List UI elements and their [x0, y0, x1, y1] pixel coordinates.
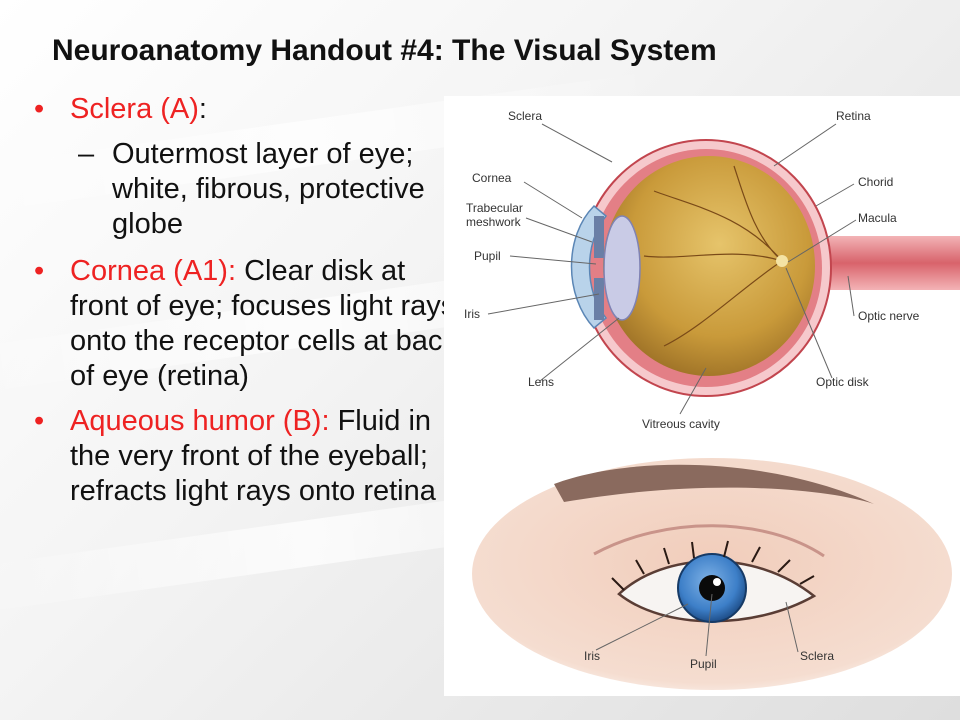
sub-bullet-text: Outermost layer of eye; white, fibrous, … — [112, 138, 425, 240]
label-trabecular: Trabecular — [466, 201, 523, 215]
sub-bullet-sclera: – Outermost layer of eye; white, fibrous… — [34, 137, 464, 242]
lens-shape — [603, 215, 641, 321]
label-optic-nerve: Optic nerve — [858, 309, 920, 323]
eye-highlight — [713, 578, 721, 586]
optic-nerve-shape — [814, 236, 960, 290]
bullet-dot: • — [34, 255, 45, 287]
bullet-suffix: : — [198, 93, 207, 125]
bullet-dot: • — [34, 405, 45, 437]
bullet-list: • Sclera (A): – Outermost layer of eye; … — [34, 92, 464, 519]
sub-bullet-dash: – — [78, 138, 95, 170]
bullet-term: Aqueous humor (B): — [70, 405, 330, 437]
photo-leader-lines — [595, 593, 799, 657]
bullet-dot: • — [34, 93, 45, 125]
label-vitreous-cavity: Vitreous cavity — [642, 417, 720, 431]
label-chorid: Chorid — [858, 175, 893, 189]
eye-front-illustration: Iris Pupil Sclera — [444, 444, 960, 696]
label-meshwork: meshwork — [466, 215, 522, 229]
optic-disk-shape — [776, 255, 788, 267]
iris-upper — [594, 216, 604, 258]
label-cornea: Cornea — [472, 171, 512, 185]
bullet-term: Cornea (A1): — [70, 255, 237, 287]
eyebrow — [554, 464, 874, 504]
bullet-term: Sclera (A) — [70, 93, 199, 125]
label-optic-disk: Optic disk — [816, 375, 870, 389]
bullet-aqueous-humor: • Aqueous humor (B): Fluid in the very f… — [34, 404, 464, 509]
eye-cross-section-diagram: Sclera Retina Cornea Chorid Trabecular m… — [444, 96, 960, 444]
iris-lower — [594, 278, 604, 320]
slide-title: Neuroanatomy Handout #4: The Visual Syst… — [52, 34, 717, 67]
label-macula: Macula — [858, 211, 897, 225]
retinal-vessels — [643, 165, 783, 347]
label-pupil: Pupil — [474, 249, 501, 263]
bullet-cornea: • Cornea (A1): Clear disk at front of ey… — [34, 254, 464, 394]
label-lens: Lens — [528, 375, 554, 389]
bullet-sclera: • Sclera (A): — [34, 92, 464, 127]
eyelid-crease — [593, 524, 825, 558]
label-iris: Iris — [584, 649, 600, 663]
bullet-text: Clear disk at front of eye; focuses ligh… — [70, 255, 457, 392]
label-sclera: Sclera — [508, 109, 542, 123]
label-pupil: Pupil — [690, 657, 717, 671]
label-iris: Iris — [464, 307, 480, 321]
label-sclera: Sclera — [800, 649, 834, 663]
bullet-text: Fluid in the very front of the eyeball; … — [70, 405, 436, 507]
vitreous-globe — [603, 156, 815, 376]
eye-front-drawing: Iris Pupil Sclera — [472, 458, 952, 690]
eyelashes — [611, 540, 815, 591]
leader-lines — [487, 123, 857, 415]
eye-cross-section-illustration: Sclera Retina Cornea Chorid Trabecular m… — [464, 109, 960, 431]
label-retina: Retina — [836, 109, 871, 123]
